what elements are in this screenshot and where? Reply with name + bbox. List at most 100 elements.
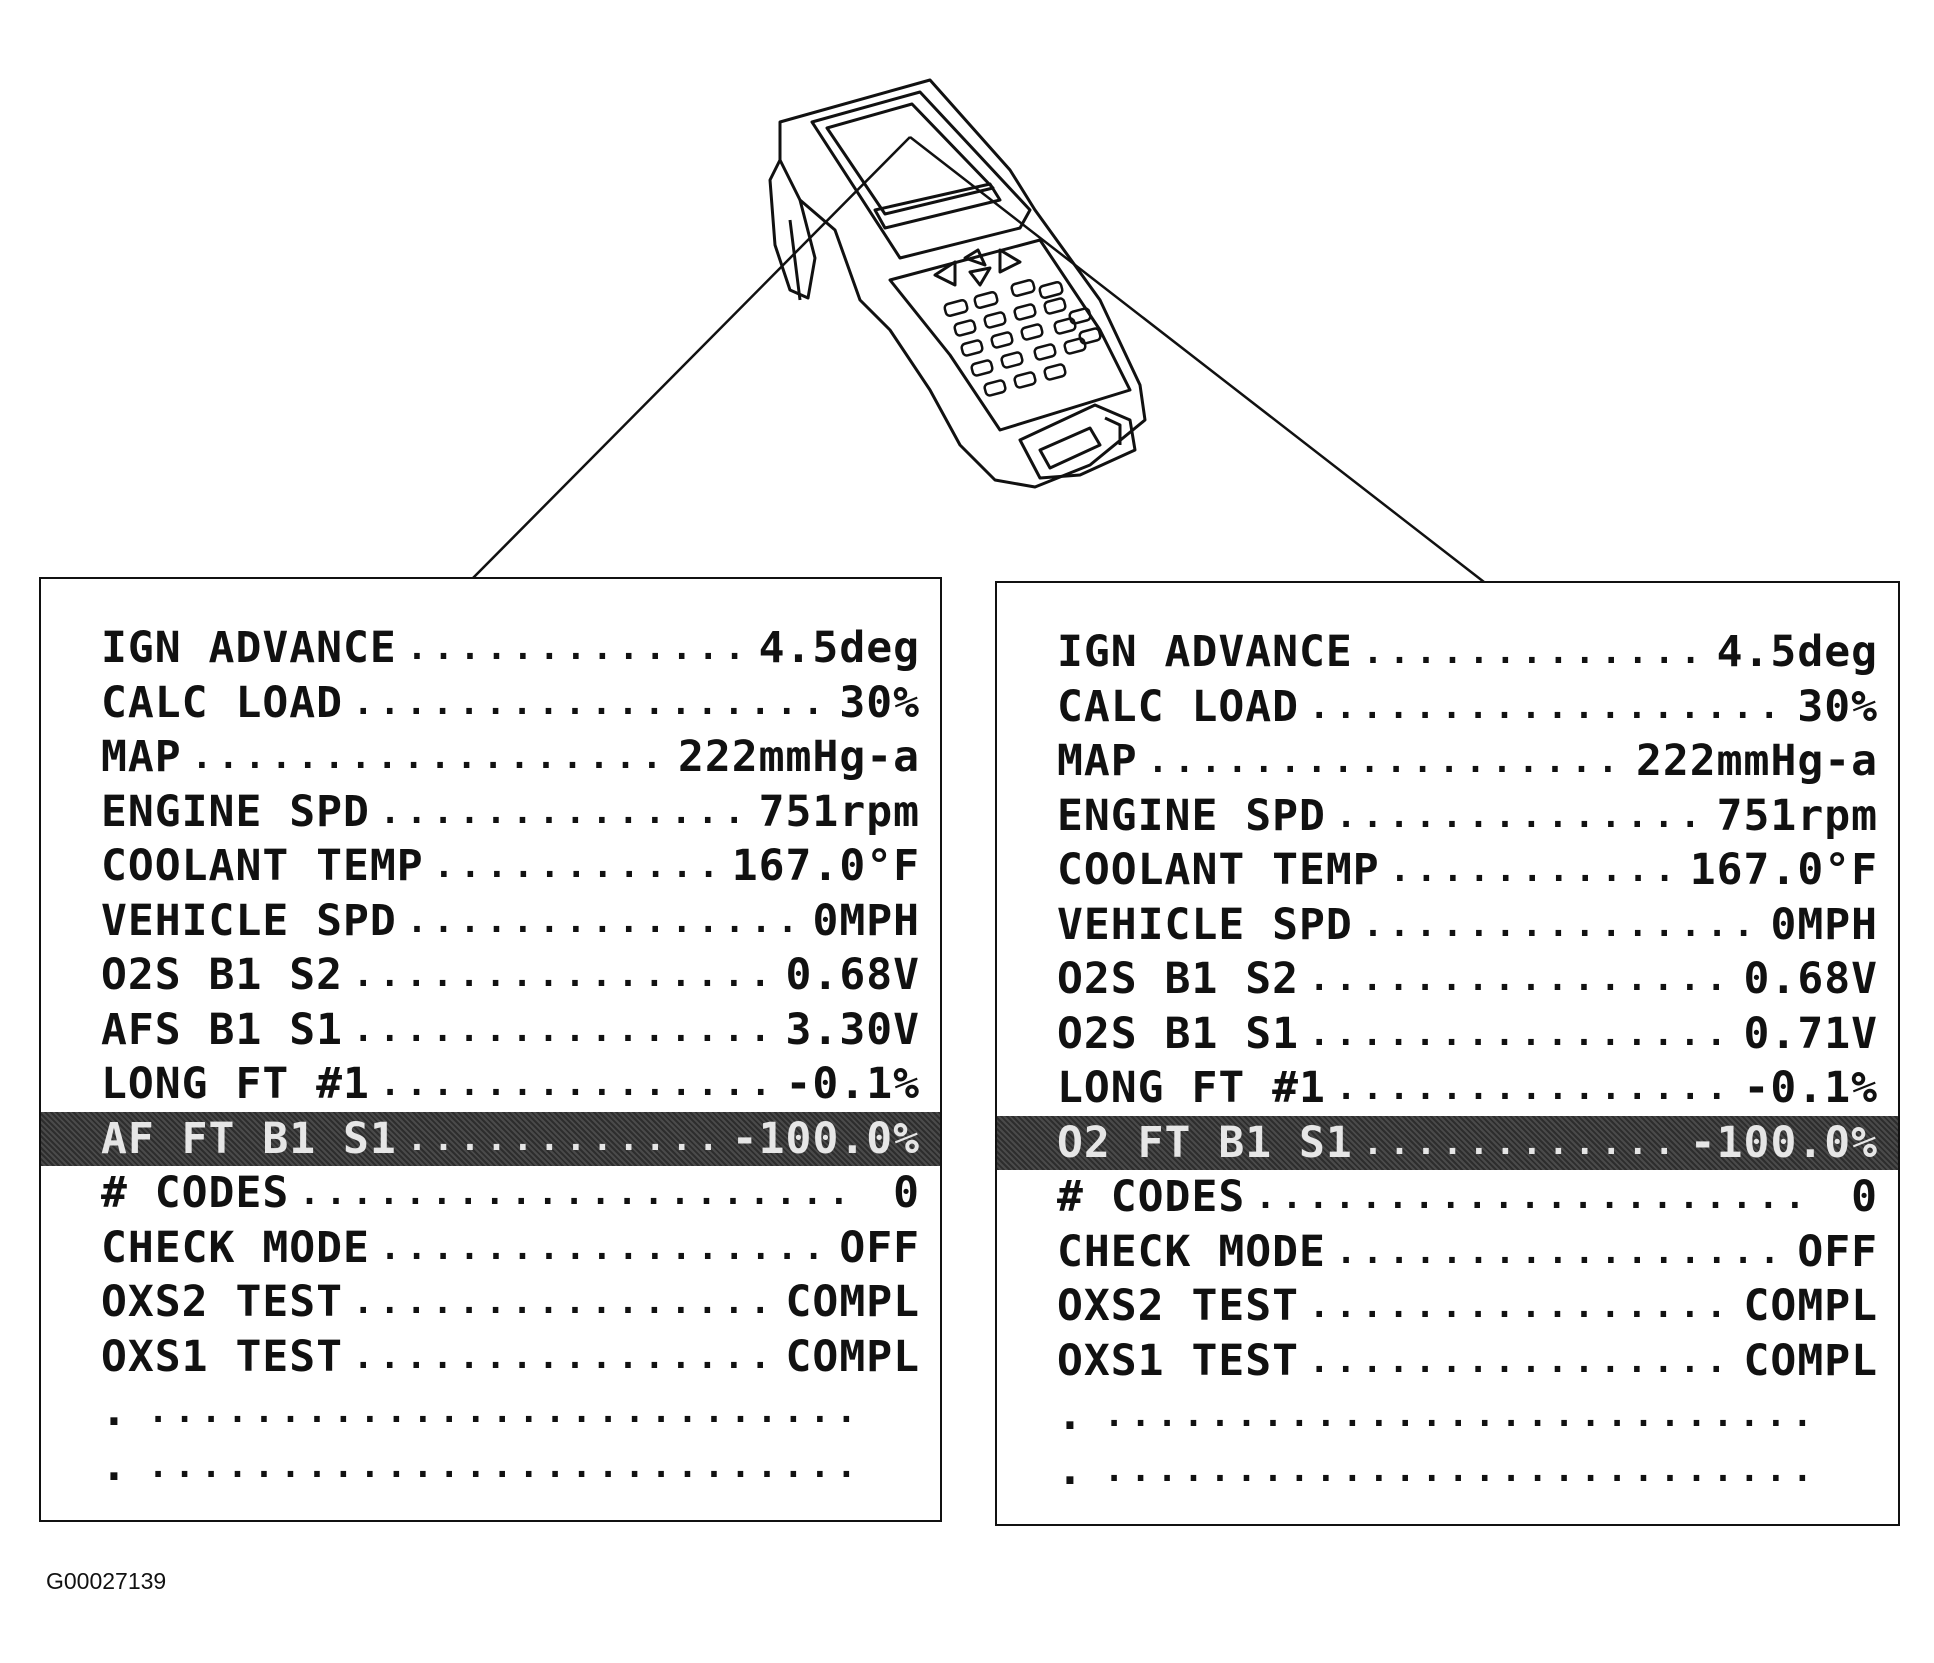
scanner-buttons [943, 279, 1102, 397]
parameter-label: IGN ADVANCE [1057, 627, 1353, 678]
arrow-key-up [963, 248, 987, 267]
data-list-row: COOLANT TEMP............................… [41, 839, 940, 894]
data-list-left: IGN ADVANCE.............................… [41, 621, 940, 1493]
leader-dots: ........................................… [353, 1009, 776, 1050]
parameter-label: CHECK MODE [1057, 1226, 1326, 1277]
parameter-value: 4.5deg [758, 623, 920, 674]
data-list-row: OXS1 TEST...............................… [997, 1334, 1898, 1389]
data-list-row: ........................................… [41, 1439, 940, 1494]
parameter-label: OXS2 TEST [1057, 1281, 1299, 1332]
parameter-value: 222mmHg-a [678, 732, 920, 783]
leader-dots: ........................................… [147, 1445, 850, 1486]
parameter-label: COOLANT TEMP [1057, 845, 1380, 896]
leader-dots: ........................................… [379, 1227, 830, 1268]
parameter-label: MAP [101, 732, 182, 783]
parameter-label: # CODES [1057, 1172, 1246, 1223]
data-list-row: ENGINE SPD..............................… [41, 785, 940, 840]
leader-dots: ........................................… [191, 737, 668, 778]
parameter-label: CHECK MODE [101, 1222, 370, 1273]
data-list-panel-left: IGN ADVANCE.............................… [39, 577, 942, 1522]
parameter-label: OXS1 TEST [1057, 1335, 1299, 1386]
arrow-key-left [933, 260, 957, 287]
parameter-value: OFF [1797, 1226, 1878, 1277]
parameter-value: 0.68V [1743, 954, 1878, 1005]
scanner-body [778, 78, 1147, 489]
leader-dots: ........................................… [1335, 795, 1707, 836]
data-list-row: OXS2 TEST...............................… [41, 1275, 940, 1330]
scanner-screen [825, 102, 995, 216]
parameter-label: O2S B1 S2 [1057, 954, 1299, 1005]
parameter-label: VEHICLE SPD [1057, 899, 1353, 950]
data-list-row: LONG FT #1..............................… [41, 1057, 940, 1112]
leader-dots: ........................................… [379, 791, 749, 832]
parameter-label: O2 FT B1 S1 [1057, 1117, 1353, 1168]
leader-dots: ........................................… [1309, 1286, 1734, 1327]
parameter-value: 30% [839, 677, 920, 728]
parameter-value: 3.30V [785, 1004, 920, 1055]
parameter-label: AF FT B1 S1 [101, 1113, 397, 1164]
data-list-row: CALC LOAD...............................… [41, 676, 940, 731]
parameter-label: OXS1 TEST [101, 1331, 343, 1382]
scanner-screen-bezel [810, 90, 1032, 260]
callout-line-left [472, 136, 911, 579]
data-list-row-selected: O2 FT B1 S1.............................… [997, 1115, 1898, 1170]
data-list-row: ........................................… [41, 1384, 940, 1439]
parameter-label: # CODES [101, 1168, 290, 1219]
parameter-value: -100.0% [1689, 1117, 1878, 1168]
data-list-row: OXS2 TEST...............................… [997, 1279, 1898, 1334]
leader-dots: ........................................… [1362, 904, 1761, 945]
leader-dots: ........................................… [406, 900, 803, 941]
leader-dots: ........................................… [1362, 632, 1707, 673]
leader-dots: ........................................… [406, 628, 749, 669]
leader-dots: ........................................… [353, 955, 776, 996]
leader-dots: ........................................… [1255, 1177, 1808, 1218]
leader-dots: ........................................… [1147, 741, 1626, 782]
data-list-row: CHECK MODE..............................… [997, 1225, 1898, 1280]
scanner-grip [768, 159, 817, 300]
data-list-row: CALC LOAD...............................… [997, 680, 1898, 735]
data-list-row: # CODES.................................… [41, 1166, 940, 1221]
parameter-label: . [101, 1440, 128, 1491]
leader-dots: ........................................… [1309, 1340, 1734, 1381]
arrow-key-right [998, 248, 1022, 274]
parameter-label: OXS2 TEST [101, 1277, 343, 1328]
parameter-label: CALC LOAD [1057, 681, 1299, 732]
parameter-label: . [1057, 1390, 1084, 1441]
data-list-row: O2S B1 S2...............................… [41, 948, 940, 1003]
scanner-keypad [888, 238, 1132, 432]
parameter-label: O2S B1 S2 [101, 950, 343, 1001]
data-list-row: IGN ADVANCE.............................… [997, 625, 1898, 680]
leader-dots: ........................................… [1103, 1449, 1808, 1490]
parameter-value: 30% [1797, 681, 1878, 732]
leader-dots: ........................................… [353, 682, 830, 723]
parameter-value: 222mmHg-a [1636, 736, 1878, 787]
parameter-label: MAP [1057, 736, 1138, 787]
leader-dots: ........................................… [1389, 850, 1680, 891]
parameter-value: -100.0% [731, 1113, 920, 1164]
leader-dots: ........................................… [1362, 1122, 1680, 1163]
figure-id: G00027139 [46, 1568, 167, 1594]
leader-dots: ........................................… [353, 1282, 776, 1323]
data-list-row: VEHICLE SPD.............................… [997, 898, 1898, 953]
parameter-label: CALC LOAD [101, 677, 343, 728]
parameter-label: AFS B1 S1 [101, 1004, 343, 1055]
data-list-panel-right: IGN ADVANCE.............................… [995, 581, 1900, 1526]
data-list-row: CHECK MODE..............................… [41, 1221, 940, 1276]
leader-dots: ........................................… [353, 1336, 776, 1377]
parameter-value: COMPL [1743, 1335, 1878, 1386]
data-list-row: O2S B1 S1...............................… [997, 1007, 1898, 1062]
leader-dots: ........................................… [406, 1118, 722, 1159]
scan-tool-illustration [472, 78, 1485, 583]
leader-dots: ........................................… [299, 1173, 850, 1214]
data-list-row: AFS B1 S1...............................… [41, 1003, 940, 1058]
data-list-row: ........................................… [997, 1443, 1898, 1498]
leader-dots: ........................................… [1309, 686, 1787, 727]
parameter-value: 0 [893, 1168, 920, 1219]
parameter-value: 0 [1851, 1172, 1878, 1223]
parameter-value: COMPL [1743, 1281, 1878, 1332]
parameter-value: 751rpm [758, 786, 920, 837]
parameter-label: LONG FT #1 [101, 1059, 370, 1110]
parameter-value: -0.1% [785, 1059, 920, 1110]
parameter-label: LONG FT #1 [1057, 1063, 1326, 1114]
parameter-label: . [1057, 1444, 1084, 1495]
